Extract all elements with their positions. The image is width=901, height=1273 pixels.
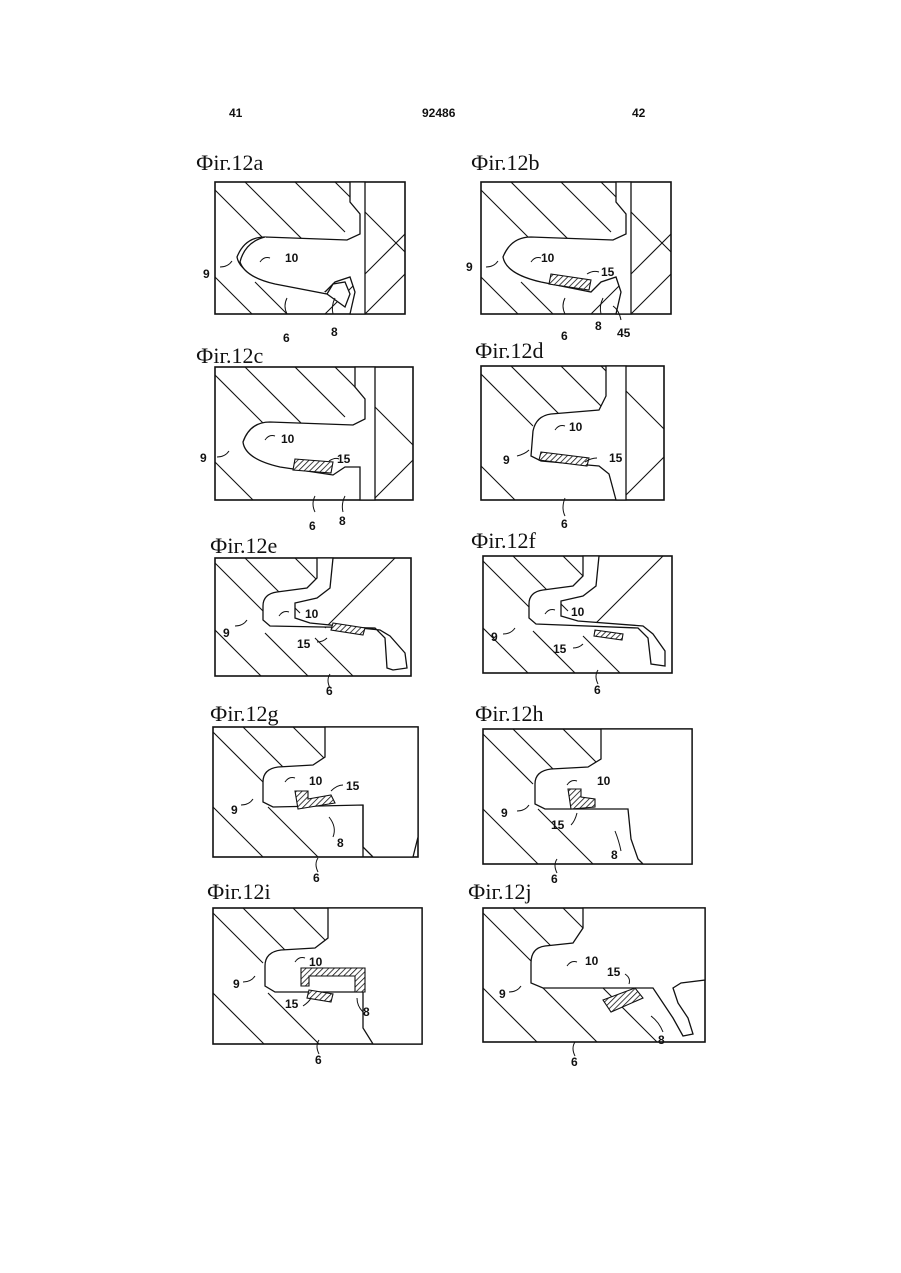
figure-12e-drawing: 10 9 15 6 (215, 558, 411, 676)
figure-caption-12e: Фiг.12e (210, 535, 277, 557)
figure-12b-drawing: 10 15 9 6 8 45 (481, 182, 671, 314)
label-8: 8 (339, 514, 346, 528)
figure-12e: 10 9 15 6 (215, 558, 411, 676)
label-15: 15 (553, 642, 567, 656)
label-9: 9 (501, 806, 508, 820)
label-9: 9 (203, 267, 210, 281)
figure-12d: 10 15 9 6 (481, 366, 664, 500)
label-6: 6 (326, 684, 333, 698)
figure-12j: 10 15 9 8 6 (483, 908, 705, 1042)
label-6: 6 (561, 517, 568, 531)
label-10: 10 (285, 251, 299, 265)
figure-caption-12j: Фiг.12j (468, 881, 532, 903)
label-6: 6 (313, 871, 320, 885)
label-8: 8 (611, 848, 618, 862)
figure-12g: 10 15 9 8 6 (213, 727, 418, 857)
label-15: 15 (337, 452, 351, 466)
figure-12f: 10 9 15 6 (483, 556, 672, 673)
label-10: 10 (541, 251, 555, 265)
figure-12i: 10 9 15 8 6 (213, 908, 422, 1044)
figure-caption-12g: Фiг.12g (210, 703, 279, 725)
label-6: 6 (571, 1055, 578, 1069)
label-9: 9 (200, 451, 207, 465)
figure-12a-drawing: 10 9 6 8 (215, 182, 405, 314)
label-8: 8 (595, 319, 602, 333)
figure-12c-drawing: 10 15 9 6 8 (215, 367, 413, 500)
label-8: 8 (658, 1033, 665, 1047)
label-15: 15 (601, 265, 615, 279)
label-45: 45 (617, 326, 631, 340)
label-6: 6 (561, 329, 568, 343)
figure-12d-drawing: 10 15 9 6 (481, 366, 664, 500)
label-9: 9 (466, 260, 473, 274)
label-10: 10 (309, 955, 323, 969)
figure-12i-drawing: 10 9 15 8 6 (213, 908, 422, 1044)
figure-12a: 10 9 6 8 (215, 182, 405, 314)
label-9: 9 (233, 977, 240, 991)
figure-12g-drawing: 10 15 9 8 6 (213, 727, 418, 857)
label-15: 15 (297, 637, 311, 651)
label-6: 6 (594, 683, 601, 697)
figure-caption-12d: Фiг.12d (475, 340, 544, 362)
patent-number: 92486 (422, 106, 455, 120)
label-9: 9 (503, 453, 510, 467)
label-8: 8 (363, 1005, 370, 1019)
figure-12h-drawing: 10 9 15 8 6 (483, 729, 692, 864)
label-15: 15 (607, 965, 621, 979)
figure-caption-12h: Фiг.12h (475, 703, 544, 725)
figure-12b: 10 15 9 6 8 45 (481, 182, 671, 314)
page-number-right: 42 (632, 106, 645, 120)
label-10: 10 (309, 774, 323, 788)
figure-caption-12a: Фiг.12a (196, 152, 263, 174)
label-9: 9 (231, 803, 238, 817)
label-6: 6 (283, 331, 290, 345)
label-10: 10 (281, 432, 295, 446)
label-8: 8 (331, 325, 338, 339)
label-15: 15 (285, 997, 299, 1011)
figure-caption-12f: Фiг.12f (471, 530, 536, 552)
label-6: 6 (309, 519, 316, 533)
label-10: 10 (571, 605, 585, 619)
page-number-left: 41 (229, 106, 242, 120)
figure-12j-drawing: 10 15 9 8 6 (483, 908, 705, 1042)
label-15: 15 (346, 779, 360, 793)
figure-12h: 10 9 15 8 6 (483, 729, 692, 864)
label-9: 9 (499, 987, 506, 1001)
label-10: 10 (305, 607, 319, 621)
label-8: 8 (337, 836, 344, 850)
figure-12f-drawing: 10 9 15 6 (483, 556, 672, 673)
label-6: 6 (315, 1053, 322, 1067)
label-6: 6 (551, 872, 558, 886)
figure-caption-12c: Фiг.12c (196, 345, 263, 367)
label-10: 10 (585, 954, 599, 968)
label-9: 9 (223, 626, 230, 640)
label-10: 10 (569, 420, 583, 434)
label-9: 9 (491, 630, 498, 644)
label-10: 10 (597, 774, 611, 788)
figure-caption-12i: Фiг.12i (207, 881, 271, 903)
label-15: 15 (551, 818, 565, 832)
label-15: 15 (609, 451, 623, 465)
figure-caption-12b: Фiг.12b (471, 152, 540, 174)
figure-12c: 10 15 9 6 8 (215, 367, 413, 500)
